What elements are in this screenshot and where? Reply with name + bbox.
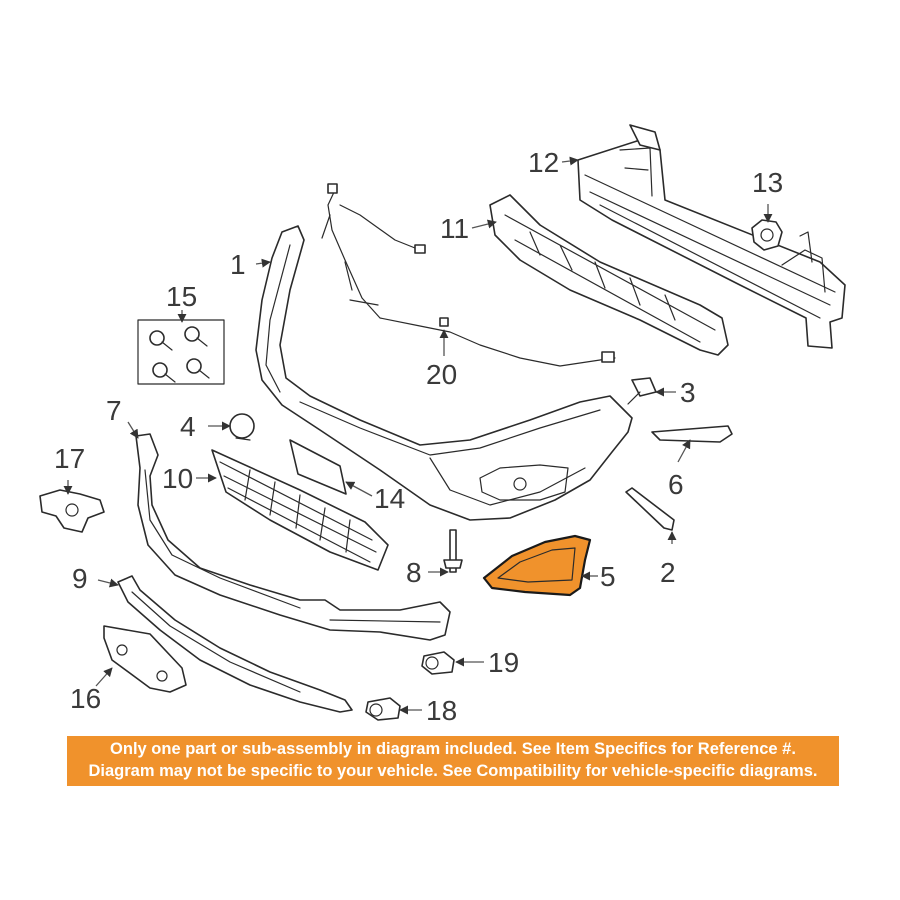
disclaimer-line-1: Only one part or sub-assembly in diagram… — [110, 740, 796, 758]
callout-3: 3 — [680, 377, 696, 408]
callout-10: 10 — [162, 463, 193, 494]
part-3-bolt — [627, 377, 657, 405]
part-16-sensor-bracket — [103, 625, 187, 693]
callout-9: 9 — [72, 563, 88, 594]
callout-13: 13 — [752, 167, 783, 198]
callout-2: 2 — [660, 557, 676, 588]
part-9-lower-valance — [117, 575, 353, 713]
part-14-license-bracket — [289, 439, 347, 495]
part-17-sensor-bracket — [39, 489, 105, 533]
part-1-bumper-cover — [255, 225, 633, 521]
callout-7: 7 — [106, 395, 122, 426]
part-6-molding — [651, 425, 733, 443]
part-7-lower-deflector — [135, 433, 451, 641]
disclaimer-banner: Only one part or sub-assembly in diagram… — [67, 736, 839, 786]
callout-17: 17 — [54, 443, 85, 474]
callout-11: 11 — [440, 213, 469, 244]
callout-19: 19 — [488, 647, 519, 678]
callout-1: 1 — [230, 249, 246, 280]
part-15-bolts — [137, 319, 225, 385]
part-18-sensor — [365, 697, 401, 721]
part-19-sensor — [421, 651, 455, 675]
part-10-grille — [211, 449, 389, 571]
callout-6: 6 — [668, 469, 684, 500]
part-4-cap — [229, 413, 255, 441]
part-20-wiring-harness — [321, 183, 616, 367]
disclaimer-line-2: Diagram may not be specific to your vehi… — [88, 762, 818, 780]
part-11-energy-absorber — [489, 194, 729, 356]
callout-5: 5 — [600, 561, 616, 592]
callout-labels: 1 2 3 4 5 6 7 8 9 10 11 12 13 14 15 16 1… — [54, 147, 783, 726]
callout-20: 20 — [426, 359, 457, 390]
part-2-molding — [625, 487, 675, 531]
callout-16: 16 — [70, 683, 101, 714]
leader-lines — [63, 156, 773, 715]
callout-8: 8 — [406, 557, 422, 588]
callout-15: 15 — [166, 281, 197, 312]
callout-12: 12 — [528, 147, 559, 178]
part-5-fog-lamp-bezel — [482, 534, 592, 597]
part-12-bumper-reinforcement — [577, 124, 846, 349]
callout-18: 18 — [426, 695, 457, 726]
callout-14: 14 — [374, 483, 405, 514]
part-8-push-pin — [443, 529, 463, 573]
callout-4: 4 — [180, 411, 196, 442]
